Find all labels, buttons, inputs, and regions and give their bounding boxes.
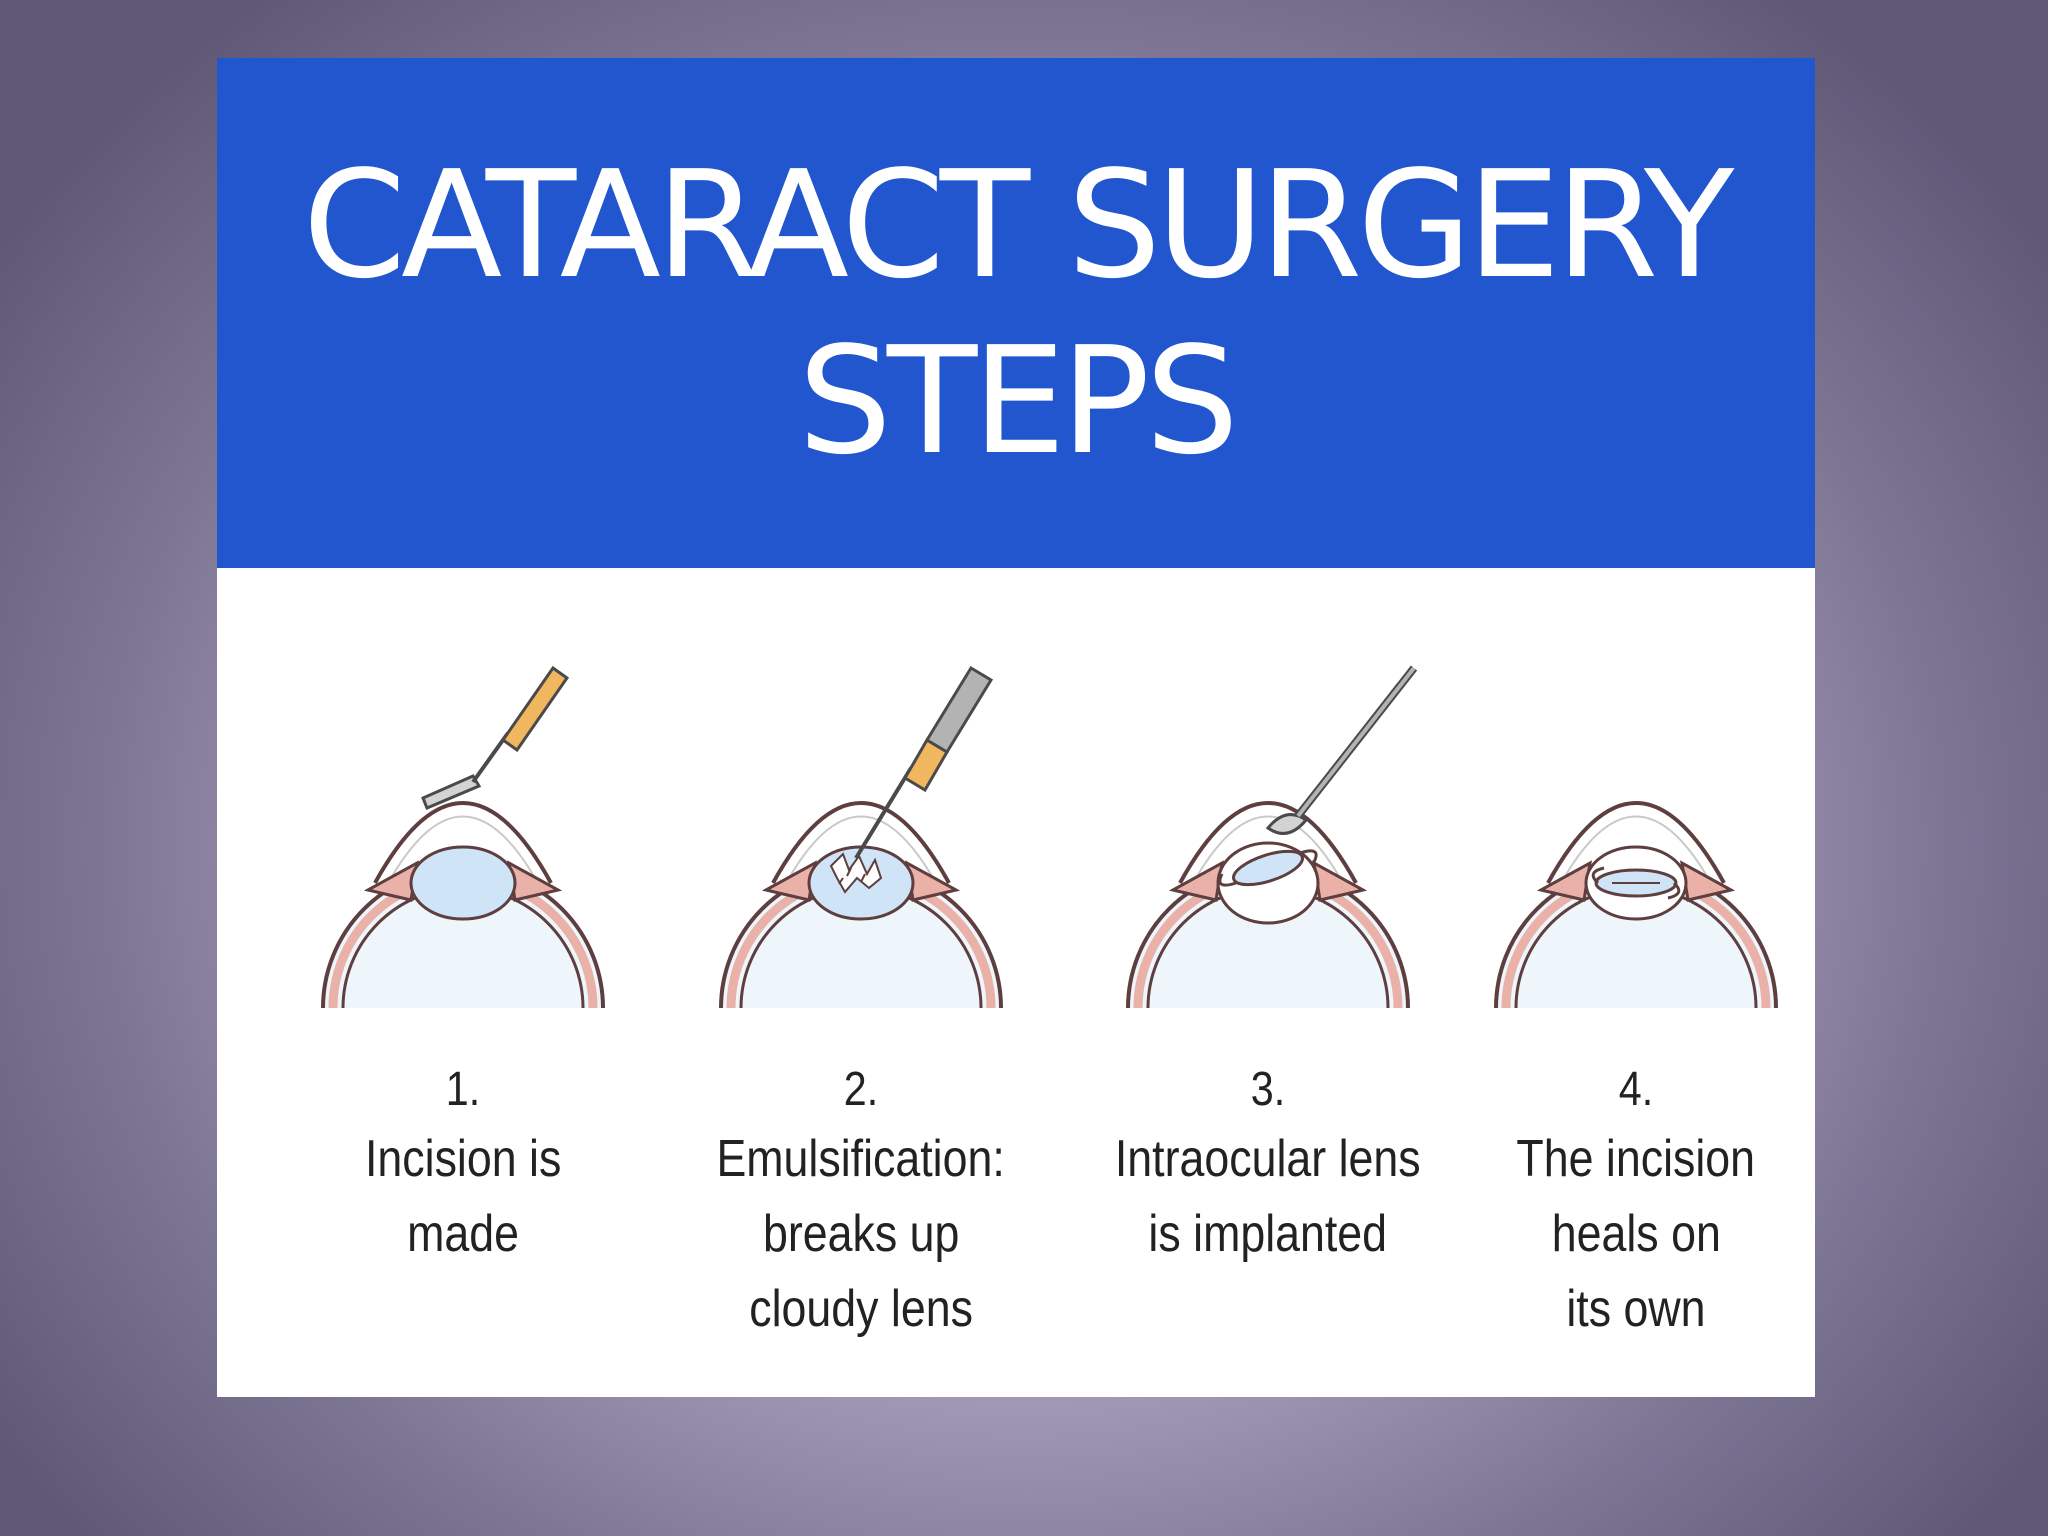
page-title-line-2: STEPS (797, 315, 1239, 487)
eye-cross-section-icon (321, 801, 605, 1009)
step-1-illustration (321, 665, 605, 1009)
eye-cross-section-icon (1126, 801, 1410, 1009)
step-3-illustration (1126, 665, 1418, 1009)
lens-injector-icon (1265, 665, 1418, 835)
step-2-number: 2. (843, 1063, 879, 1116)
title-banner: CATARACT SURGERY STEPS (217, 58, 1815, 568)
step-4-caption-line-2: heals on (1551, 1205, 1721, 1263)
step-4: 4. The incision heals on its own (1456, 678, 1815, 1347)
intraocular-lens-icon (1591, 866, 1681, 900)
step-1-caption-line-1: Incision is (364, 1130, 562, 1188)
step-4-caption-line-3: its own (1566, 1280, 1706, 1338)
step-4-caption-line-1: The incision (1516, 1130, 1756, 1188)
step-2-caption-line-1: Emulsification: (716, 1130, 1006, 1188)
step-2: 2. Emulsification: breaks up cloudy lens (681, 665, 1041, 1347)
step-1-number: 1. (445, 1063, 481, 1116)
step-1-caption-line-2: made (407, 1205, 519, 1263)
eye-cross-section-icon (1494, 801, 1778, 1009)
scalpel-icon (421, 665, 570, 810)
eye-cross-section-icon (719, 801, 1003, 1009)
step-3: 3. Intraocular lens is implanted (1088, 665, 1448, 1272)
step-2-illustration (719, 665, 1003, 1009)
slide-card: CATARACT SURGERY STEPS 1. Incisi (217, 58, 1815, 1397)
step-3-caption-line-1: Intraocular lens (1115, 1130, 1421, 1188)
step-2-caption-line-2: breaks up (762, 1205, 960, 1263)
page-title-line-1: CATARACT SURGERY (302, 139, 1735, 311)
intraocular-lens-icon (1218, 849, 1318, 887)
phaco-probe-icon (854, 665, 994, 860)
step-3-caption-line-2: is implanted (1148, 1205, 1388, 1263)
step-4-number: 4. (1618, 1063, 1654, 1116)
step-4-illustration (1494, 801, 1778, 1009)
step-2-caption-line-3: cloudy lens (749, 1280, 973, 1338)
step-3-number: 3. (1250, 1063, 1286, 1116)
step-1: 1. Incision is made (283, 665, 643, 1272)
